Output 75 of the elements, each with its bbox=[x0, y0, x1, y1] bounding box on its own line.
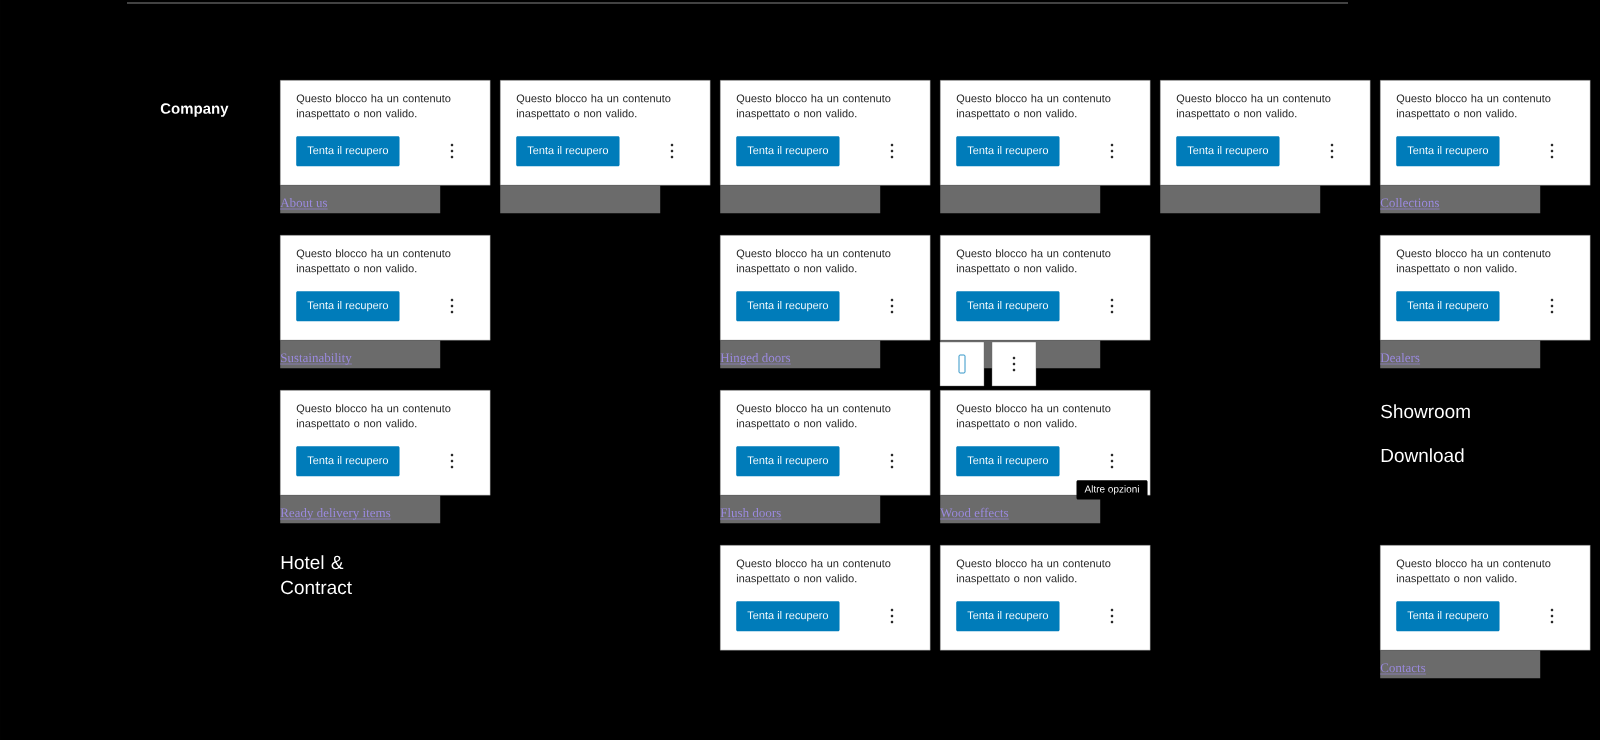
link-bar bbox=[939, 495, 1101, 524]
link: Hinged doors bbox=[719, 353, 792, 365]
warning-card bbox=[940, 545, 1151, 651]
section-heading: Company bbox=[160, 103, 229, 117]
menu-heading: Hotel & Contract bbox=[281, 555, 352, 595]
warning-card bbox=[280, 80, 491, 186]
retry-button: Tenta il recupero bbox=[956, 291, 1060, 322]
retry-button: Tenta il recupero bbox=[1396, 136, 1500, 167]
warning-card bbox=[280, 235, 491, 341]
message-text: Questo blocco ha un contenuto inaspettato o non valido. bbox=[1176, 94, 1331, 120]
link-bar bbox=[719, 495, 881, 524]
retry-button: Tenta il recupero bbox=[736, 291, 840, 322]
message-text: Questo blocco ha un contenuto inaspettato o non valido. bbox=[736, 404, 891, 430]
retry-button: Tenta il recupero bbox=[1396, 601, 1500, 632]
retry-button: Tenta il recupero bbox=[956, 136, 1060, 167]
message-text: Questo blocco ha un contenuto inaspettato o non valido. bbox=[296, 94, 451, 120]
message-text: Questo blocco ha un contenuto inaspettato o non valido. bbox=[1396, 249, 1551, 275]
message-text: Questo blocco ha un contenuto inaspettato o non valido. bbox=[956, 559, 1111, 585]
link: Wood effects bbox=[939, 507, 1010, 520]
menu-heading: Download bbox=[1381, 448, 1464, 463]
link-bar bbox=[279, 185, 441, 214]
link-bar bbox=[1379, 340, 1541, 369]
menu-heading: Showroom bbox=[1381, 404, 1470, 419]
link-bar bbox=[279, 340, 441, 369]
message-text: Questo blocco ha un contenuto inaspettato o non valido. bbox=[956, 404, 1111, 430]
warning-card bbox=[720, 390, 931, 496]
message-text: Questo blocco ha un contenuto inaspettato o non valido. bbox=[956, 249, 1111, 275]
retry-button: Tenta il recupero bbox=[736, 601, 840, 632]
link: About us bbox=[279, 198, 329, 210]
link-bar bbox=[1379, 185, 1541, 214]
empty-bar bbox=[500, 185, 661, 214]
retry-button: Tenta il recupero bbox=[736, 136, 840, 167]
retry-button: Tenta il recupero bbox=[956, 446, 1060, 477]
message-text: Questo blocco ha un contenuto inaspettato o non valido. bbox=[1396, 94, 1551, 120]
link: Contacts bbox=[1379, 663, 1427, 675]
link: Collections bbox=[1379, 198, 1440, 210]
message-text: Questo blocco ha un contenuto inaspettato o non valido. bbox=[296, 404, 451, 430]
link-bar bbox=[1379, 650, 1541, 679]
warning-card bbox=[940, 235, 1151, 341]
retry-button: Tenta il recupero bbox=[296, 136, 400, 167]
warning-card bbox=[500, 80, 711, 186]
warning-card bbox=[280, 390, 491, 496]
message-text: Questo blocco ha un contenuto inaspettato o non valido. bbox=[956, 94, 1111, 120]
retry-button: Tenta il recupero bbox=[956, 601, 1060, 632]
link: Sustainability bbox=[279, 353, 353, 365]
warning-card bbox=[1160, 80, 1371, 186]
message-text: Questo blocco ha un contenuto inaspettato o non valido. bbox=[1396, 559, 1551, 585]
link: Dealers bbox=[1379, 353, 1421, 365]
retry-button: Tenta il recupero bbox=[516, 136, 620, 167]
link-bar bbox=[719, 340, 881, 369]
empty-bar bbox=[720, 185, 881, 214]
message-text: Questo blocco ha un contenuto inaspettato o non valido. bbox=[516, 94, 671, 120]
retry-button: Tenta il recupero bbox=[296, 291, 400, 322]
warning-card bbox=[720, 235, 931, 341]
retry-button: Tenta il recupero bbox=[736, 446, 840, 477]
retry-button: Tenta il recupero bbox=[296, 446, 400, 477]
tooltip: Altre opzioni bbox=[1076, 480, 1148, 500]
message-text: Questo blocco ha un contenuto inaspettato o non valido. bbox=[736, 559, 891, 585]
message-text: Questo blocco ha un contenuto inaspettato o non valido. bbox=[736, 249, 891, 275]
link-bar bbox=[279, 495, 441, 524]
empty-bar bbox=[940, 185, 1101, 214]
warning-card bbox=[1380, 80, 1591, 186]
retry-button: Tenta il recupero bbox=[1176, 136, 1280, 167]
link: Flush doors bbox=[719, 508, 782, 520]
retry-button: Tenta il recupero bbox=[1396, 291, 1500, 322]
warning-card bbox=[1380, 235, 1591, 341]
message-text: Questo blocco ha un contenuto inaspettato o non valido. bbox=[736, 94, 891, 120]
link: Ready delivery items bbox=[279, 508, 392, 520]
warning-card bbox=[720, 80, 931, 186]
warning-card bbox=[720, 545, 931, 651]
message-text: Questo blocco ha un contenuto inaspettato o non valido. bbox=[296, 249, 451, 275]
warning-card bbox=[940, 80, 1151, 186]
empty-bar bbox=[1160, 185, 1321, 214]
warning-card bbox=[940, 390, 1151, 496]
warning-card bbox=[1380, 545, 1591, 651]
